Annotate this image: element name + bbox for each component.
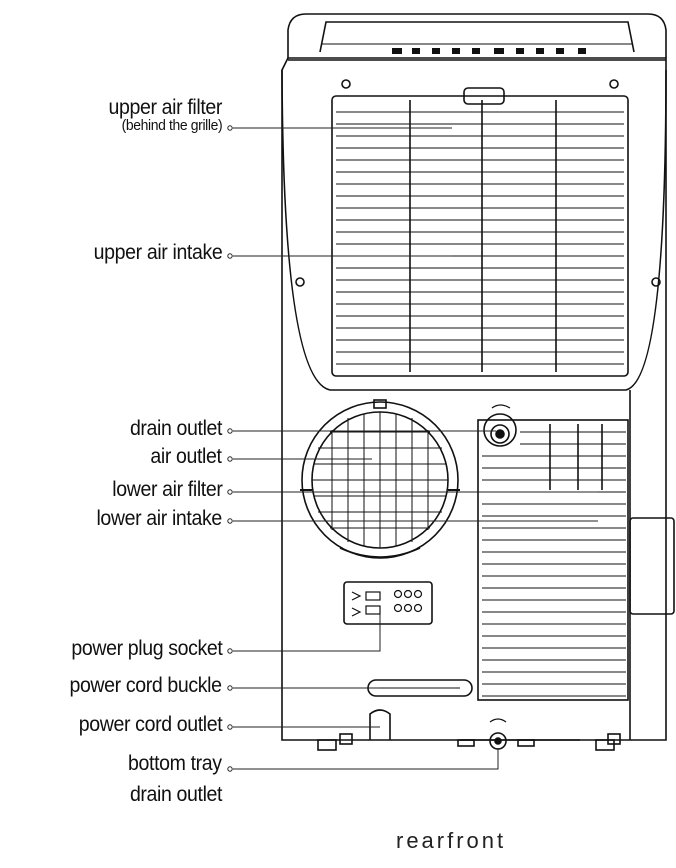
- label-upper-air-filter-note: (behind the grille): [121, 117, 222, 134]
- label-upper-air-intake: upper air intake: [93, 241, 222, 264]
- label-drain-outlet: drain outlet: [129, 417, 223, 440]
- leader-upper-air-intake: [227, 253, 452, 259]
- leader-power-plug-socket: [227, 614, 381, 654]
- air-outlet-round-port: [300, 399, 460, 559]
- leader-drain-outlet: [227, 428, 496, 434]
- power-cord-outlet: [369, 709, 391, 740]
- label-power-cord-buckle: power cord buckle: [69, 674, 223, 697]
- lower-air-intake-grille: [477, 419, 629, 701]
- label-lower-air-filter: lower air filter: [111, 478, 223, 501]
- leader-power-cord-buckle: [227, 685, 380, 691]
- label-power-plug-socket: power plug socket: [70, 637, 222, 660]
- leader-lower-air-filter: [227, 489, 598, 495]
- bottom-tray-drain-outlet: [489, 718, 507, 750]
- footer-caption: rearfront: [396, 828, 507, 853]
- drain-outlet-port: [483, 404, 517, 447]
- leader-lower-air-intake: [227, 518, 598, 524]
- leader-bottom-tray-drain: [227, 748, 499, 772]
- leader-upper-air-filter: [227, 125, 452, 131]
- power-plug-socket-panel: [343, 581, 433, 625]
- label-lower-air-intake: lower air intake: [96, 507, 223, 530]
- label-upper-air-filter: upper air filter: [108, 96, 223, 119]
- label-bottom-tray-line2: drain outlet: [129, 783, 223, 806]
- upper-air-intake-grille: [331, 87, 629, 377]
- label-bottom-tray-line1: bottom tray: [128, 752, 222, 775]
- label-air-outlet: air outlet: [150, 445, 223, 468]
- label-power-cord-outlet: power cord outlet: [78, 713, 223, 736]
- unit-body: [281, 57, 675, 751]
- top-control-panel: [287, 13, 667, 58]
- leader-power-cord-outlet: [227, 724, 380, 730]
- leader-air-outlet: [227, 456, 372, 462]
